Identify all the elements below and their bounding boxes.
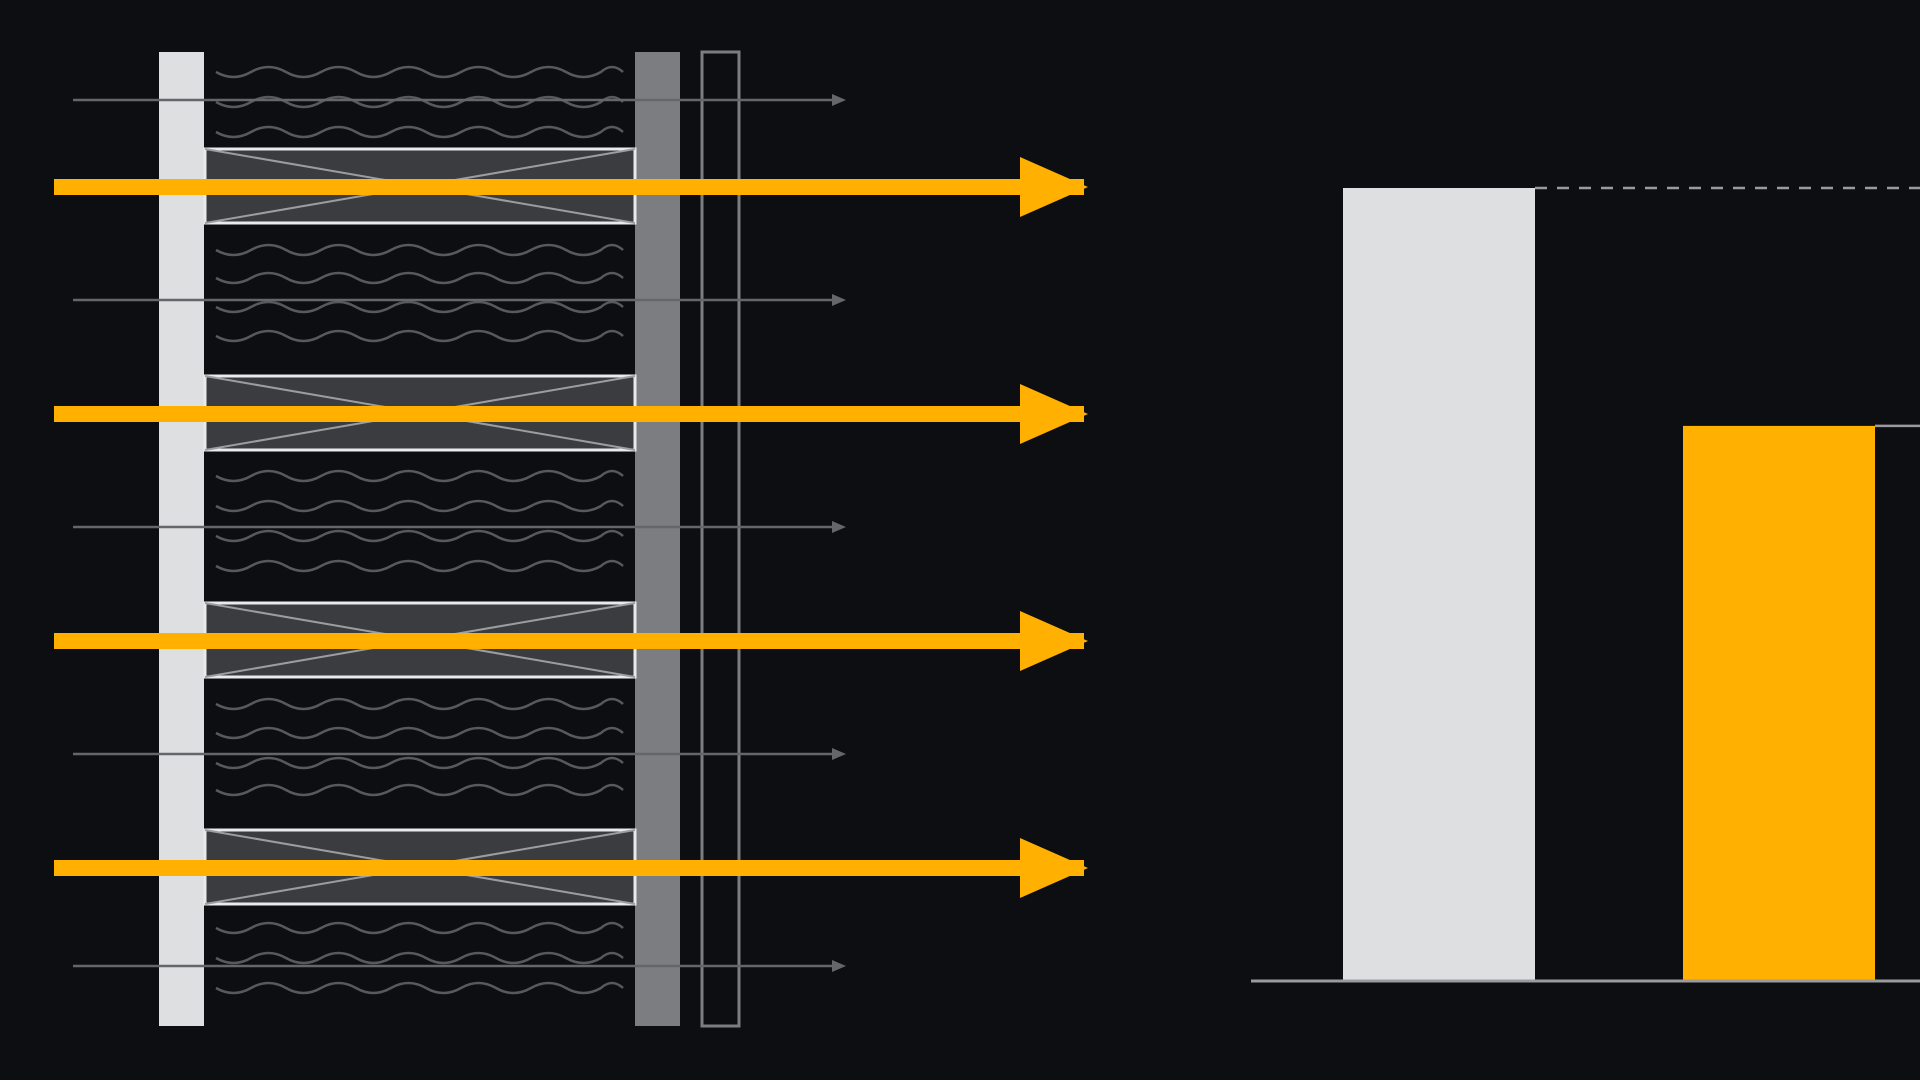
highlight-arrow-shaft — [54, 860, 1084, 876]
wavy-line — [215, 756, 624, 770]
wavy-line — [215, 529, 624, 543]
right-layer-bar — [635, 52, 680, 1026]
left-layer-bar — [159, 52, 204, 1026]
wavy-line — [215, 783, 624, 797]
wavy-line — [215, 125, 624, 139]
wavy-line — [215, 981, 624, 995]
highlight-arrow-shaft — [54, 179, 1084, 195]
wavy-line — [215, 921, 624, 935]
wavy-line — [215, 300, 624, 314]
outline-layer-bar — [700, 50, 741, 1028]
layer-diagram — [54, 50, 1088, 1028]
thin-arrow-head — [832, 294, 846, 306]
highlight-arrow-head — [1020, 157, 1088, 217]
thin-arrow-head — [832, 960, 846, 972]
highlight-arrow-head — [1020, 838, 1088, 898]
wavy-line — [215, 469, 624, 483]
wavy-line — [215, 726, 624, 740]
bar-1 — [1343, 188, 1535, 981]
highlight-arrow-shaft — [54, 633, 1084, 649]
highlight-arrow-head — [1020, 611, 1088, 671]
bar-2 — [1683, 425, 1875, 981]
thin-arrow-head — [832, 94, 846, 106]
highlight-arrow-shaft — [54, 406, 1084, 422]
wavy-line — [215, 697, 624, 711]
wavy-line — [215, 329, 624, 343]
wavy-line — [215, 65, 624, 79]
wavy-line — [215, 243, 624, 257]
thin-arrow-head — [832, 748, 846, 760]
wavy-line — [215, 95, 624, 109]
highlight-arrow-head — [1020, 384, 1088, 444]
wavy-line — [215, 559, 624, 573]
thin-arrow-head — [832, 521, 846, 533]
bar-chart — [1251, 186, 1920, 983]
wavy-line — [215, 499, 624, 513]
wavy-line — [215, 271, 624, 285]
wavy-line — [215, 951, 624, 965]
